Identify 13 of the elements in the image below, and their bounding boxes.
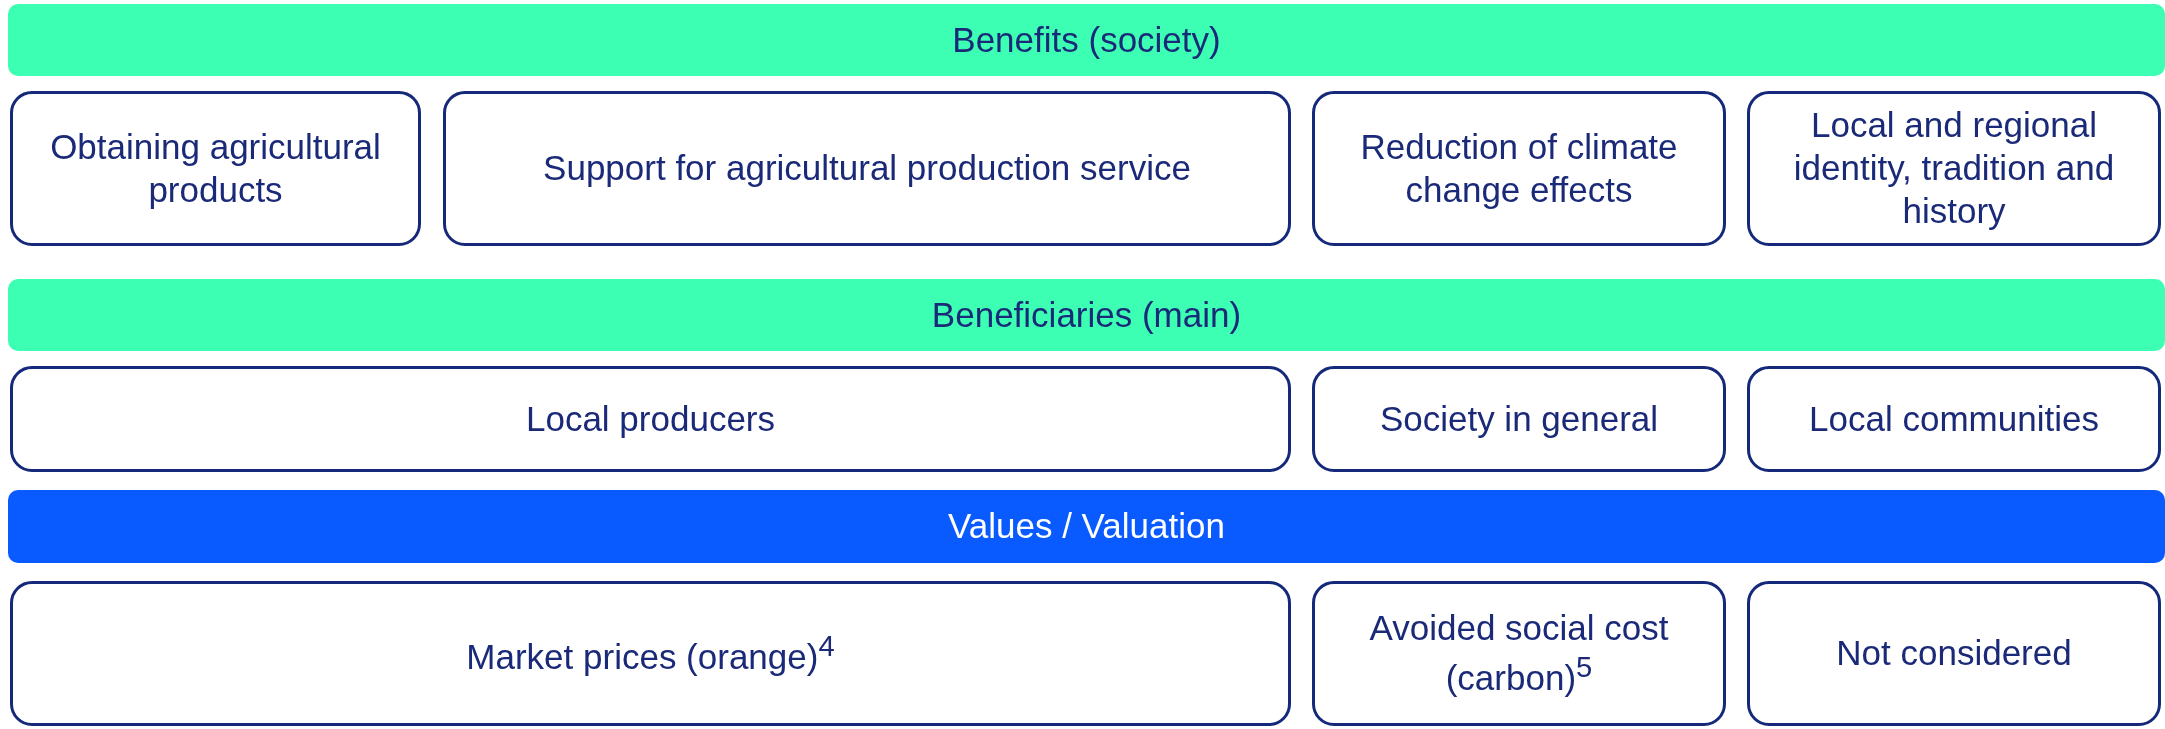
- header-band: Values / Valuation: [8, 490, 2165, 563]
- text-box: Local producers: [10, 366, 1291, 472]
- header-band: Benefits (society): [8, 4, 2165, 76]
- text-box: Not considered: [1747, 581, 2161, 726]
- text-box: Society in general: [1312, 366, 1726, 472]
- text-box: Market prices (orange)$^{4}$: [10, 581, 1291, 726]
- header-band: Beneficiaries (main): [8, 279, 2165, 351]
- text-box: Local communities: [1747, 366, 2161, 472]
- text-box: Support for agricultural production service: [443, 91, 1291, 246]
- text-box: Obtaining agricultural products: [10, 91, 421, 246]
- text-box: Avoided social cost (carbon)$^{5}$: [1312, 581, 1726, 726]
- text-box: Local and regional identity, tradition and history: [1747, 91, 2161, 246]
- text-box: Reduction of climate change effects: [1312, 91, 1726, 246]
